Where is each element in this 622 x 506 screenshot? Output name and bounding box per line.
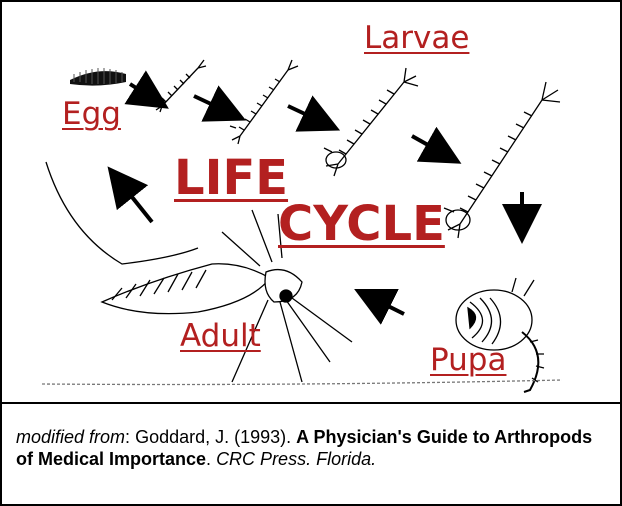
larva-stage2-icon xyxy=(230,60,298,144)
egg-label: Egg xyxy=(62,96,121,132)
larva-stage4-icon xyxy=(444,82,560,238)
arrow-pupa-to-adult xyxy=(372,298,404,314)
arrow-egg-to-larva1 xyxy=(130,84,152,98)
larva-stage3-icon xyxy=(324,68,418,176)
caption-author: Goddard, J. (1993). xyxy=(135,427,296,447)
title-life: LIFE xyxy=(174,150,288,206)
citation-caption: modified from: Goddard, J. (1993). A Phy… xyxy=(16,426,606,470)
arrow-larva3-to-larva4 xyxy=(412,136,444,154)
arrow-larva2-to-larva3 xyxy=(288,106,322,122)
caption-prefix: modified from xyxy=(16,427,125,447)
larvae-label: Larvae xyxy=(364,20,469,56)
egg-raft-icon xyxy=(70,68,126,86)
arrow-adult-to-egg xyxy=(120,182,152,222)
life-cycle-diagram: Egg Larvae Pupa Adult LIFE CYCLE xyxy=(2,2,620,404)
caption-publisher: CRC Press. Florida. xyxy=(216,449,376,469)
caption-sep: : xyxy=(125,427,135,447)
caption-period: . xyxy=(206,449,216,469)
adult-label: Adult xyxy=(180,318,261,354)
pupa-label: Pupa xyxy=(430,342,506,378)
arrow-larva1-to-larva2 xyxy=(194,96,228,112)
title-cycle: CYCLE xyxy=(278,196,445,252)
larva-stage1-icon xyxy=(156,60,206,112)
